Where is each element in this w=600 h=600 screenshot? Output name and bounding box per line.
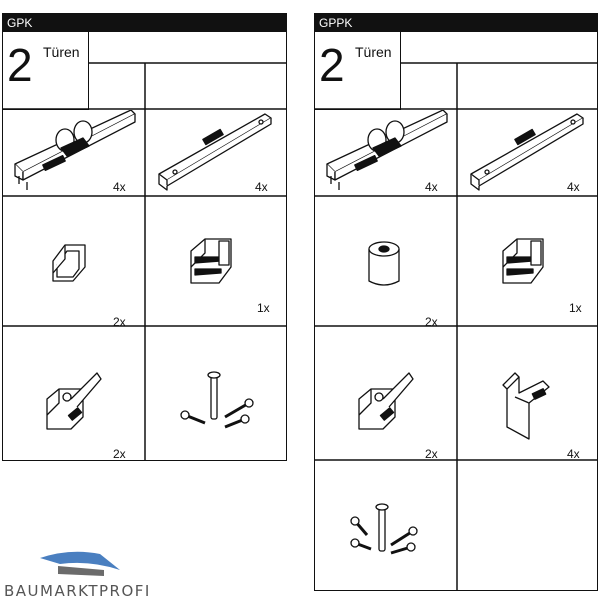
roller-track-icon <box>326 110 448 190</box>
door-label: Türen <box>355 44 392 60</box>
quantity-label: 2x <box>425 315 438 329</box>
part-u-clip: 2x <box>3 197 145 329</box>
quantity-label: 2x <box>425 447 438 461</box>
part-screws <box>315 461 457 590</box>
empty-cell <box>457 461 599 590</box>
part-track-rail: 4x <box>457 110 599 196</box>
quantity-label: 4x <box>425 180 438 194</box>
clamp-bracket-icon <box>358 372 414 430</box>
track-rail-icon <box>158 113 272 191</box>
roller-track-icon <box>14 110 136 190</box>
door-count: 2 <box>7 39 33 91</box>
door-count-box: 2 Türen <box>3 32 89 110</box>
clamp-bracket-icon <box>46 372 102 430</box>
quantity-label: 1x <box>569 301 582 315</box>
part-roller-with-track: 4x <box>315 110 457 196</box>
part-roller-with-track: 4x <box>3 110 145 196</box>
door-count: 2 <box>319 39 345 91</box>
quantity-label: 4x <box>567 447 580 461</box>
screws-icon <box>350 503 418 555</box>
part-track-rail: 4x <box>145 110 287 196</box>
quantity-label: 4x <box>255 180 268 194</box>
sleeve-nut-icon <box>368 241 400 286</box>
door-count-box: 2 Türen <box>315 32 401 110</box>
end-stop-icon <box>502 238 544 284</box>
quantity-label: 2x <box>113 447 126 461</box>
end-stop-icon <box>190 238 232 284</box>
door-label: Türen <box>43 44 80 60</box>
part-screws <box>145 327 287 461</box>
hook-bracket-icon <box>502 372 550 440</box>
quantity-label: 2x <box>113 315 126 329</box>
part-sleeve-nut: 2x <box>315 197 457 329</box>
brand-logo: BAUMARKTPROFI <box>0 548 170 600</box>
part-end-stop-block: 1x <box>145 197 287 326</box>
part-clamp-bracket: 2x <box>3 327 145 461</box>
panel-header: GPPK <box>315 14 597 32</box>
logo-text: BAUMARKTPROFI <box>4 582 151 600</box>
u-clip-icon <box>52 244 86 282</box>
logo-roof-icon <box>40 551 120 576</box>
quantity-label: 1x <box>257 301 270 315</box>
panel-gppk: GPPK 2 Türen 4x <box>313 13 599 591</box>
track-rail-icon <box>470 113 584 191</box>
part-clamp-bracket: 2x <box>315 327 457 461</box>
panel-gpk: GPK 2 Türen 4x <box>1 13 287 461</box>
part-hook-bracket: 4x <box>457 327 599 461</box>
quantity-label: 4x <box>567 180 580 194</box>
screws-icon <box>180 371 254 429</box>
panel-header: GPK <box>3 14 286 32</box>
quantity-label: 4x <box>113 180 126 194</box>
part-end-stop-block: 1x <box>457 197 599 326</box>
